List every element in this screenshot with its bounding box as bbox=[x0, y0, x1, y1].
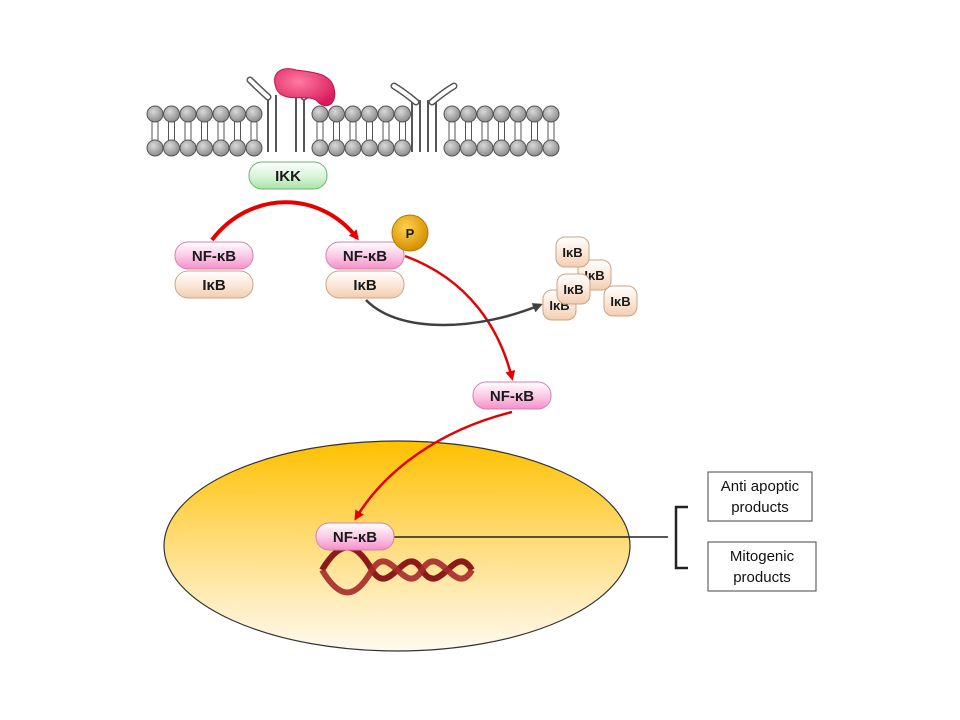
nfkb-nuclear: NF-κB bbox=[315, 522, 395, 551]
nfkb-label: NF-κB bbox=[333, 529, 377, 546]
products-bracket bbox=[674, 505, 688, 570]
ikb-label: IκB bbox=[610, 294, 630, 309]
lipid-head bbox=[377, 105, 395, 123]
ikk-complex: IKK bbox=[248, 161, 328, 190]
lipid-head bbox=[146, 139, 164, 157]
lipid-head bbox=[509, 105, 527, 123]
lipid-head bbox=[344, 105, 362, 123]
lipid-head bbox=[229, 139, 246, 157]
lipid-head bbox=[526, 105, 543, 123]
lipid-head bbox=[460, 139, 477, 157]
phosphate-group: P bbox=[391, 214, 429, 252]
mitogenic-line1: Mitogenic bbox=[730, 548, 795, 565]
ikb-label: IκB bbox=[202, 277, 226, 294]
lipid-head bbox=[443, 105, 461, 123]
lipid-head bbox=[542, 139, 560, 157]
ikb-label: IκB bbox=[562, 245, 582, 260]
receptor-right bbox=[390, 82, 458, 152]
lipid-head bbox=[542, 105, 560, 123]
lipid-head bbox=[476, 139, 494, 157]
lipid-head bbox=[509, 139, 527, 157]
nfkb-release-arrow bbox=[404, 254, 516, 381]
lipid-head bbox=[344, 139, 362, 157]
lipid-head bbox=[196, 139, 213, 157]
ikb-label: IκB bbox=[353, 277, 377, 294]
lipid-head bbox=[361, 139, 378, 157]
lipid-head bbox=[394, 105, 411, 123]
lipid-head bbox=[146, 105, 164, 123]
lipid-head bbox=[443, 139, 461, 157]
lipid-head bbox=[493, 105, 510, 123]
ligand-icon bbox=[274, 68, 336, 107]
ikb-degradation-arrow bbox=[365, 299, 543, 327]
cell-membrane bbox=[146, 105, 560, 157]
anti-apoptotic-line2: products bbox=[731, 499, 789, 516]
lipid-head bbox=[212, 139, 230, 157]
nfkb-ikb-complex-phosphorylated: NF-κB IκB bbox=[325, 241, 405, 299]
degraded-ikb-cluster: IκB IκB IκB IκB IκB bbox=[542, 236, 638, 321]
ikk-phosphorylation-arrow bbox=[210, 200, 359, 242]
phosphate-label: P bbox=[406, 226, 415, 241]
mitogenic-products-box: Mitogenic products bbox=[707, 541, 817, 592]
anti-apoptotic-products-box: Anti apoptic products bbox=[707, 471, 813, 522]
lipid-head bbox=[163, 105, 180, 123]
mitogenic-line2: products bbox=[733, 569, 791, 586]
lipid-head bbox=[328, 105, 345, 123]
lipid-head bbox=[196, 105, 213, 123]
lipid-head bbox=[311, 105, 329, 123]
ikk-label: IKK bbox=[275, 168, 301, 185]
lipid-head bbox=[179, 105, 197, 123]
nfkb-ikb-complex-inactive: NF-κB IκB bbox=[174, 241, 254, 299]
nfkb-label: NF-κB bbox=[192, 248, 236, 265]
lipid-head bbox=[460, 105, 477, 123]
lipid-head bbox=[328, 139, 345, 157]
lipid-head bbox=[179, 139, 197, 157]
lipid-head bbox=[361, 105, 378, 123]
nfkb-free: NF-κB bbox=[472, 381, 552, 410]
ikb-label: IκB bbox=[563, 282, 583, 297]
lipid-head bbox=[245, 105, 263, 123]
nucleus bbox=[163, 440, 631, 652]
lipid-head bbox=[476, 105, 494, 123]
lipid-head bbox=[212, 105, 230, 123]
lipid-head bbox=[377, 139, 395, 157]
lipid-head bbox=[229, 105, 246, 123]
lipid-head bbox=[493, 139, 510, 157]
lipid-head bbox=[311, 139, 329, 157]
nfkb-label: NF-κB bbox=[490, 388, 534, 405]
nuclear-translocation-arrow bbox=[354, 410, 513, 521]
lipid-head bbox=[245, 139, 263, 157]
lipid-head bbox=[394, 139, 411, 157]
lipid-head bbox=[163, 139, 180, 157]
lipid-head bbox=[526, 139, 543, 157]
nfkb-label: NF-κB bbox=[343, 248, 387, 265]
anti-apoptotic-line1: Anti apoptic bbox=[721, 478, 800, 495]
